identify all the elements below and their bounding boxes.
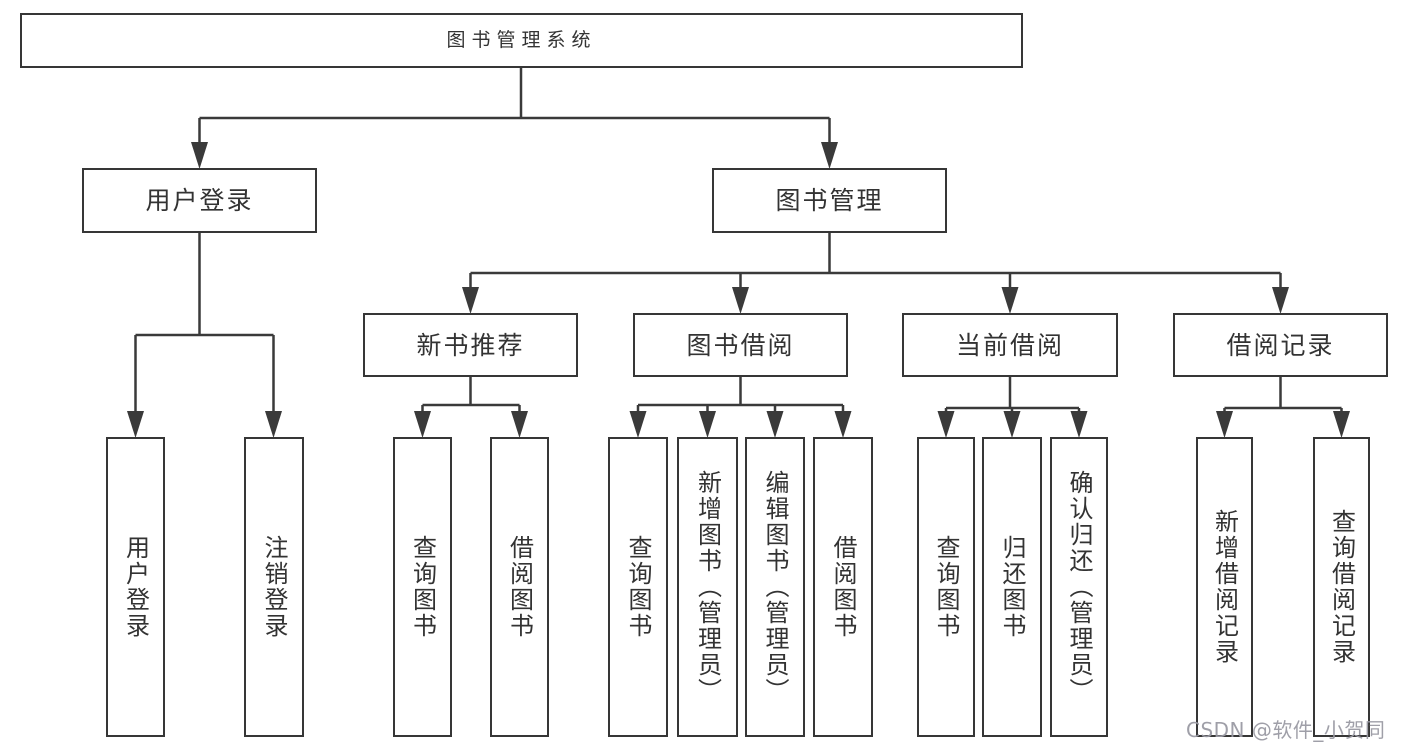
leaf-add-book-admin: 新增图书（管理员） [677, 437, 738, 737]
leaf-return-book: 归还图书 [982, 437, 1042, 737]
leaf-logout-login: 注销登录 [244, 437, 304, 737]
leaf-query-borrow-record: 查询借阅记录 [1313, 437, 1370, 737]
leaf-query-books-borrow: 查询图书 [608, 437, 668, 737]
leaf-user-login: 用户登录 [106, 437, 165, 737]
node-current-borrowing: 当前借阅 [902, 313, 1118, 377]
csdn-watermark: CSDN @软件_小贺同学 [1186, 718, 1386, 742]
node-borrowing-records: 借阅记录 [1173, 313, 1388, 377]
leaf-borrow-books-recommend: 借阅图书 [490, 437, 549, 737]
leaf-query-books-current: 查询图书 [917, 437, 975, 737]
leaf-confirm-return-admin: 确认归还（管理员） [1050, 437, 1108, 737]
node-book-borrowing: 图书借阅 [633, 313, 848, 377]
arrowheads [127, 142, 1350, 438]
node-new-book-recommendation: 新书推荐 [363, 313, 578, 377]
node-book-management: 图书管理 [712, 168, 947, 233]
leaf-edit-book-admin: 编辑图书（管理员） [745, 437, 805, 737]
node-user-login: 用户登录 [82, 168, 317, 233]
leaf-add-borrow-record: 新增借阅记录 [1196, 437, 1253, 737]
leaf-borrow-books: 借阅图书 [813, 437, 873, 737]
node-library-management-system: 图书管理系统 [20, 13, 1023, 68]
leaf-query-books-recommend: 查询图书 [393, 437, 452, 737]
